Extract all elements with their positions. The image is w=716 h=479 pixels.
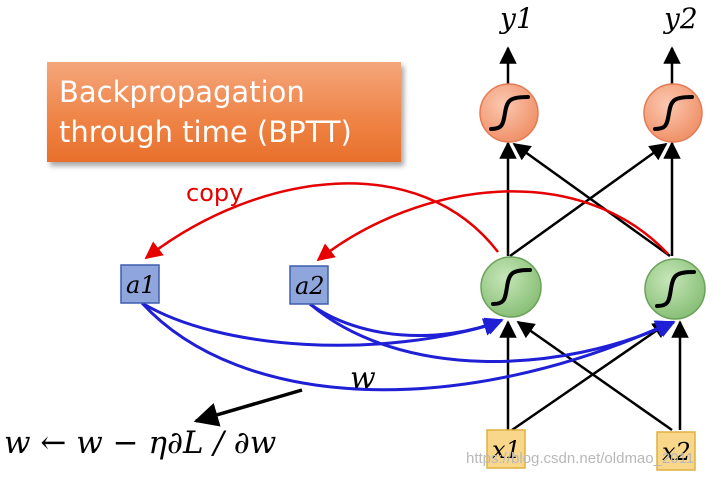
a2-to-h1-arrow (309, 302, 504, 338)
title-line-2: through time (BPTT) (59, 115, 352, 149)
a1-to-h2-arrow (140, 301, 674, 392)
weight-update-arrow (193, 388, 303, 427)
output-neuron-1 (479, 83, 539, 143)
a2-to-h2-arrow (309, 302, 676, 363)
input-cell-x1 (486, 429, 526, 469)
sigmoid-curve-icon (489, 95, 530, 131)
hidden-neuron-1 (480, 256, 542, 318)
a2-label: a2 (295, 272, 325, 300)
y2-label: y2 (662, 2, 698, 35)
copy-label: copy (186, 179, 243, 207)
weight-label: w (350, 361, 376, 396)
watermark: https://blog.csdn.net/oldmao_2011 (466, 450, 695, 467)
h2-to-o1-arrow (512, 142, 671, 258)
title-box: Backpropagation through time (BPTT) (47, 62, 401, 162)
memory-cell-a2 (289, 265, 329, 305)
copy-h1-to-a1-arrow (144, 182, 499, 260)
x1-to-h2-arrow (511, 320, 671, 432)
copy-arrows (144, 182, 669, 262)
memory-cell-a1 (120, 264, 160, 304)
output-arrows (499, 46, 681, 87)
y1-label: y1 (498, 2, 534, 35)
hidden-to-output-arrows (499, 141, 681, 258)
a1-label: a1 (126, 271, 156, 299)
output-neuron-2 (643, 83, 703, 143)
sigmoid-curve-icon (653, 95, 694, 131)
h1-to-o2-arrow (509, 142, 668, 258)
x1-label: x1 (492, 436, 521, 464)
weight-update-formula: w ← w − η∂L / ∂w (4, 425, 277, 461)
copy-h2-to-a2-arrow (316, 190, 669, 262)
input-cell-x2 (656, 431, 696, 471)
x2-label: x2 (662, 438, 691, 466)
sigmoid-curve-icon (655, 270, 696, 308)
input-to-hidden-arrows (499, 320, 689, 432)
hidden-neuron-2 (644, 258, 706, 320)
x2-to-h1-arrow (516, 320, 673, 432)
title-line-1: Backpropagation (59, 75, 305, 109)
sigmoid-curve-icon (491, 268, 532, 306)
a1-to-h1-arrow (141, 301, 502, 347)
weight-arrows (140, 301, 676, 392)
